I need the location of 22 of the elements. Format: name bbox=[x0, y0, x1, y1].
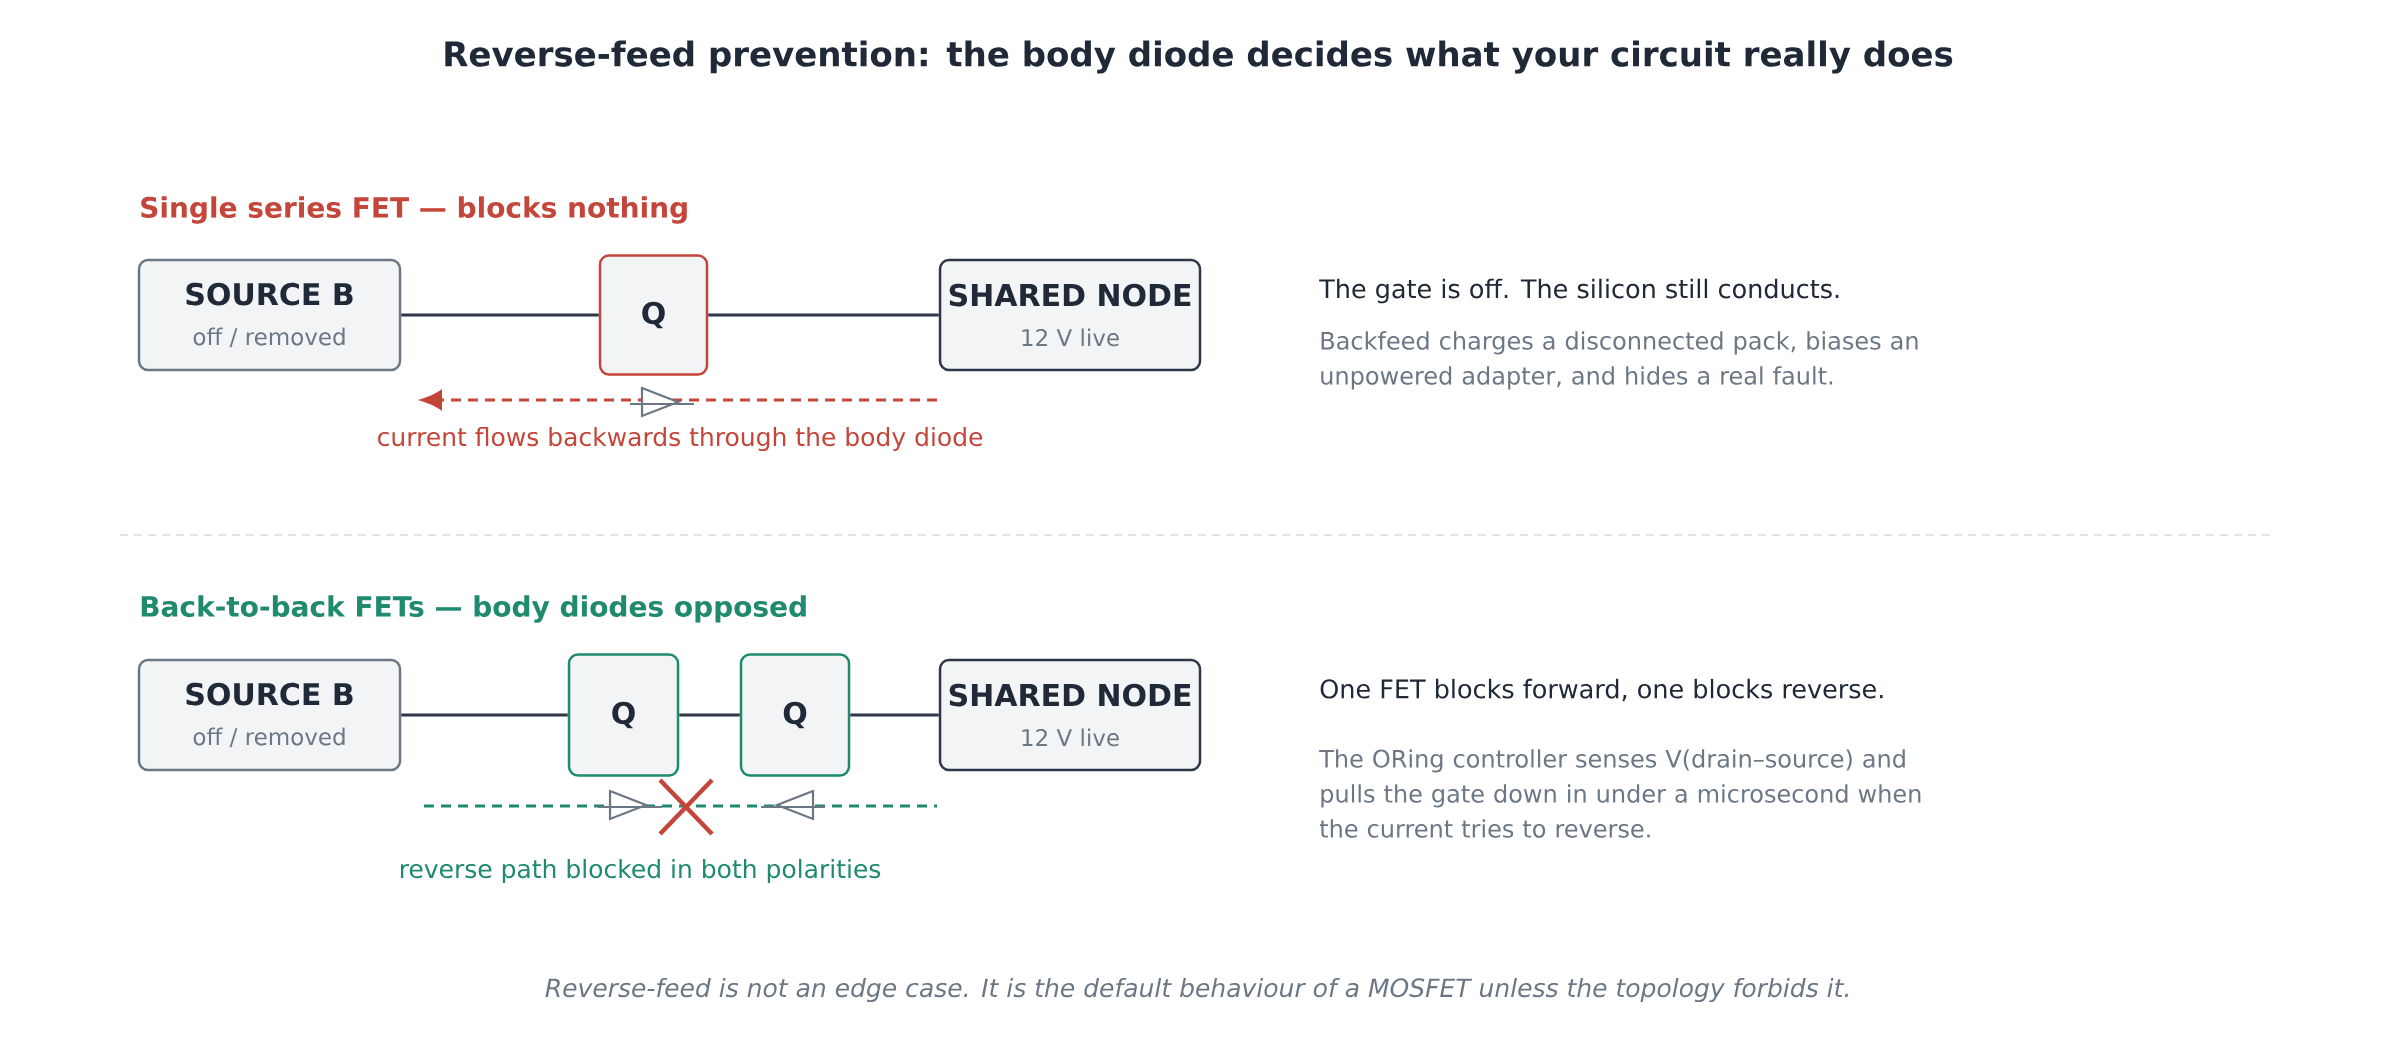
wire bbox=[401, 713, 568, 717]
path-label: current flows backwards through the body diode bbox=[378, 426, 983, 452]
note-heading: One FET blocks forward, one blocks reverse. bbox=[1320, 678, 1883, 702]
terminal-box: SOURCE B off / removed bbox=[137, 658, 402, 772]
fet-box: Q bbox=[567, 653, 680, 777]
title: Reverse-feed prevention: the body diode decides what your circuit really does bbox=[445, 40, 1953, 74]
caption: Reverse-feed is not an edge case. It is the default behaviour of a MOSFET unless the topology forbids it. bbox=[545, 977, 1849, 1003]
wire bbox=[708, 313, 939, 317]
fet-box: Q bbox=[739, 653, 851, 777]
section-heading: Back-to-back FETs — body diodes opposed bbox=[141, 595, 806, 623]
path-label: reverse path blocked in both polarities bbox=[400, 858, 881, 884]
note-text: Backfeed charges a disconnected pack, biases an unpowered adapter, and hides a real fault. bbox=[1321, 331, 1918, 390]
note-heading: The gate is off. The silicon still conducts. bbox=[1319, 278, 1839, 304]
fet-box: Q bbox=[598, 254, 709, 376]
note-text: The ORing controller senses V(drain–source) and pulls the gate down in under a microsecond when the current tries to reverse. bbox=[1319, 749, 1921, 838]
section-heading: Single series FET — blocks nothing bbox=[141, 196, 687, 224]
terminal-box: SHARED NODE 12 V live bbox=[938, 658, 1202, 772]
wire bbox=[850, 713, 939, 717]
terminal-box: SOURCE B off / removed bbox=[137, 258, 402, 372]
wire bbox=[679, 713, 740, 717]
wire bbox=[401, 313, 599, 317]
terminal-box: SHARED NODE 12 V live bbox=[938, 258, 1202, 372]
